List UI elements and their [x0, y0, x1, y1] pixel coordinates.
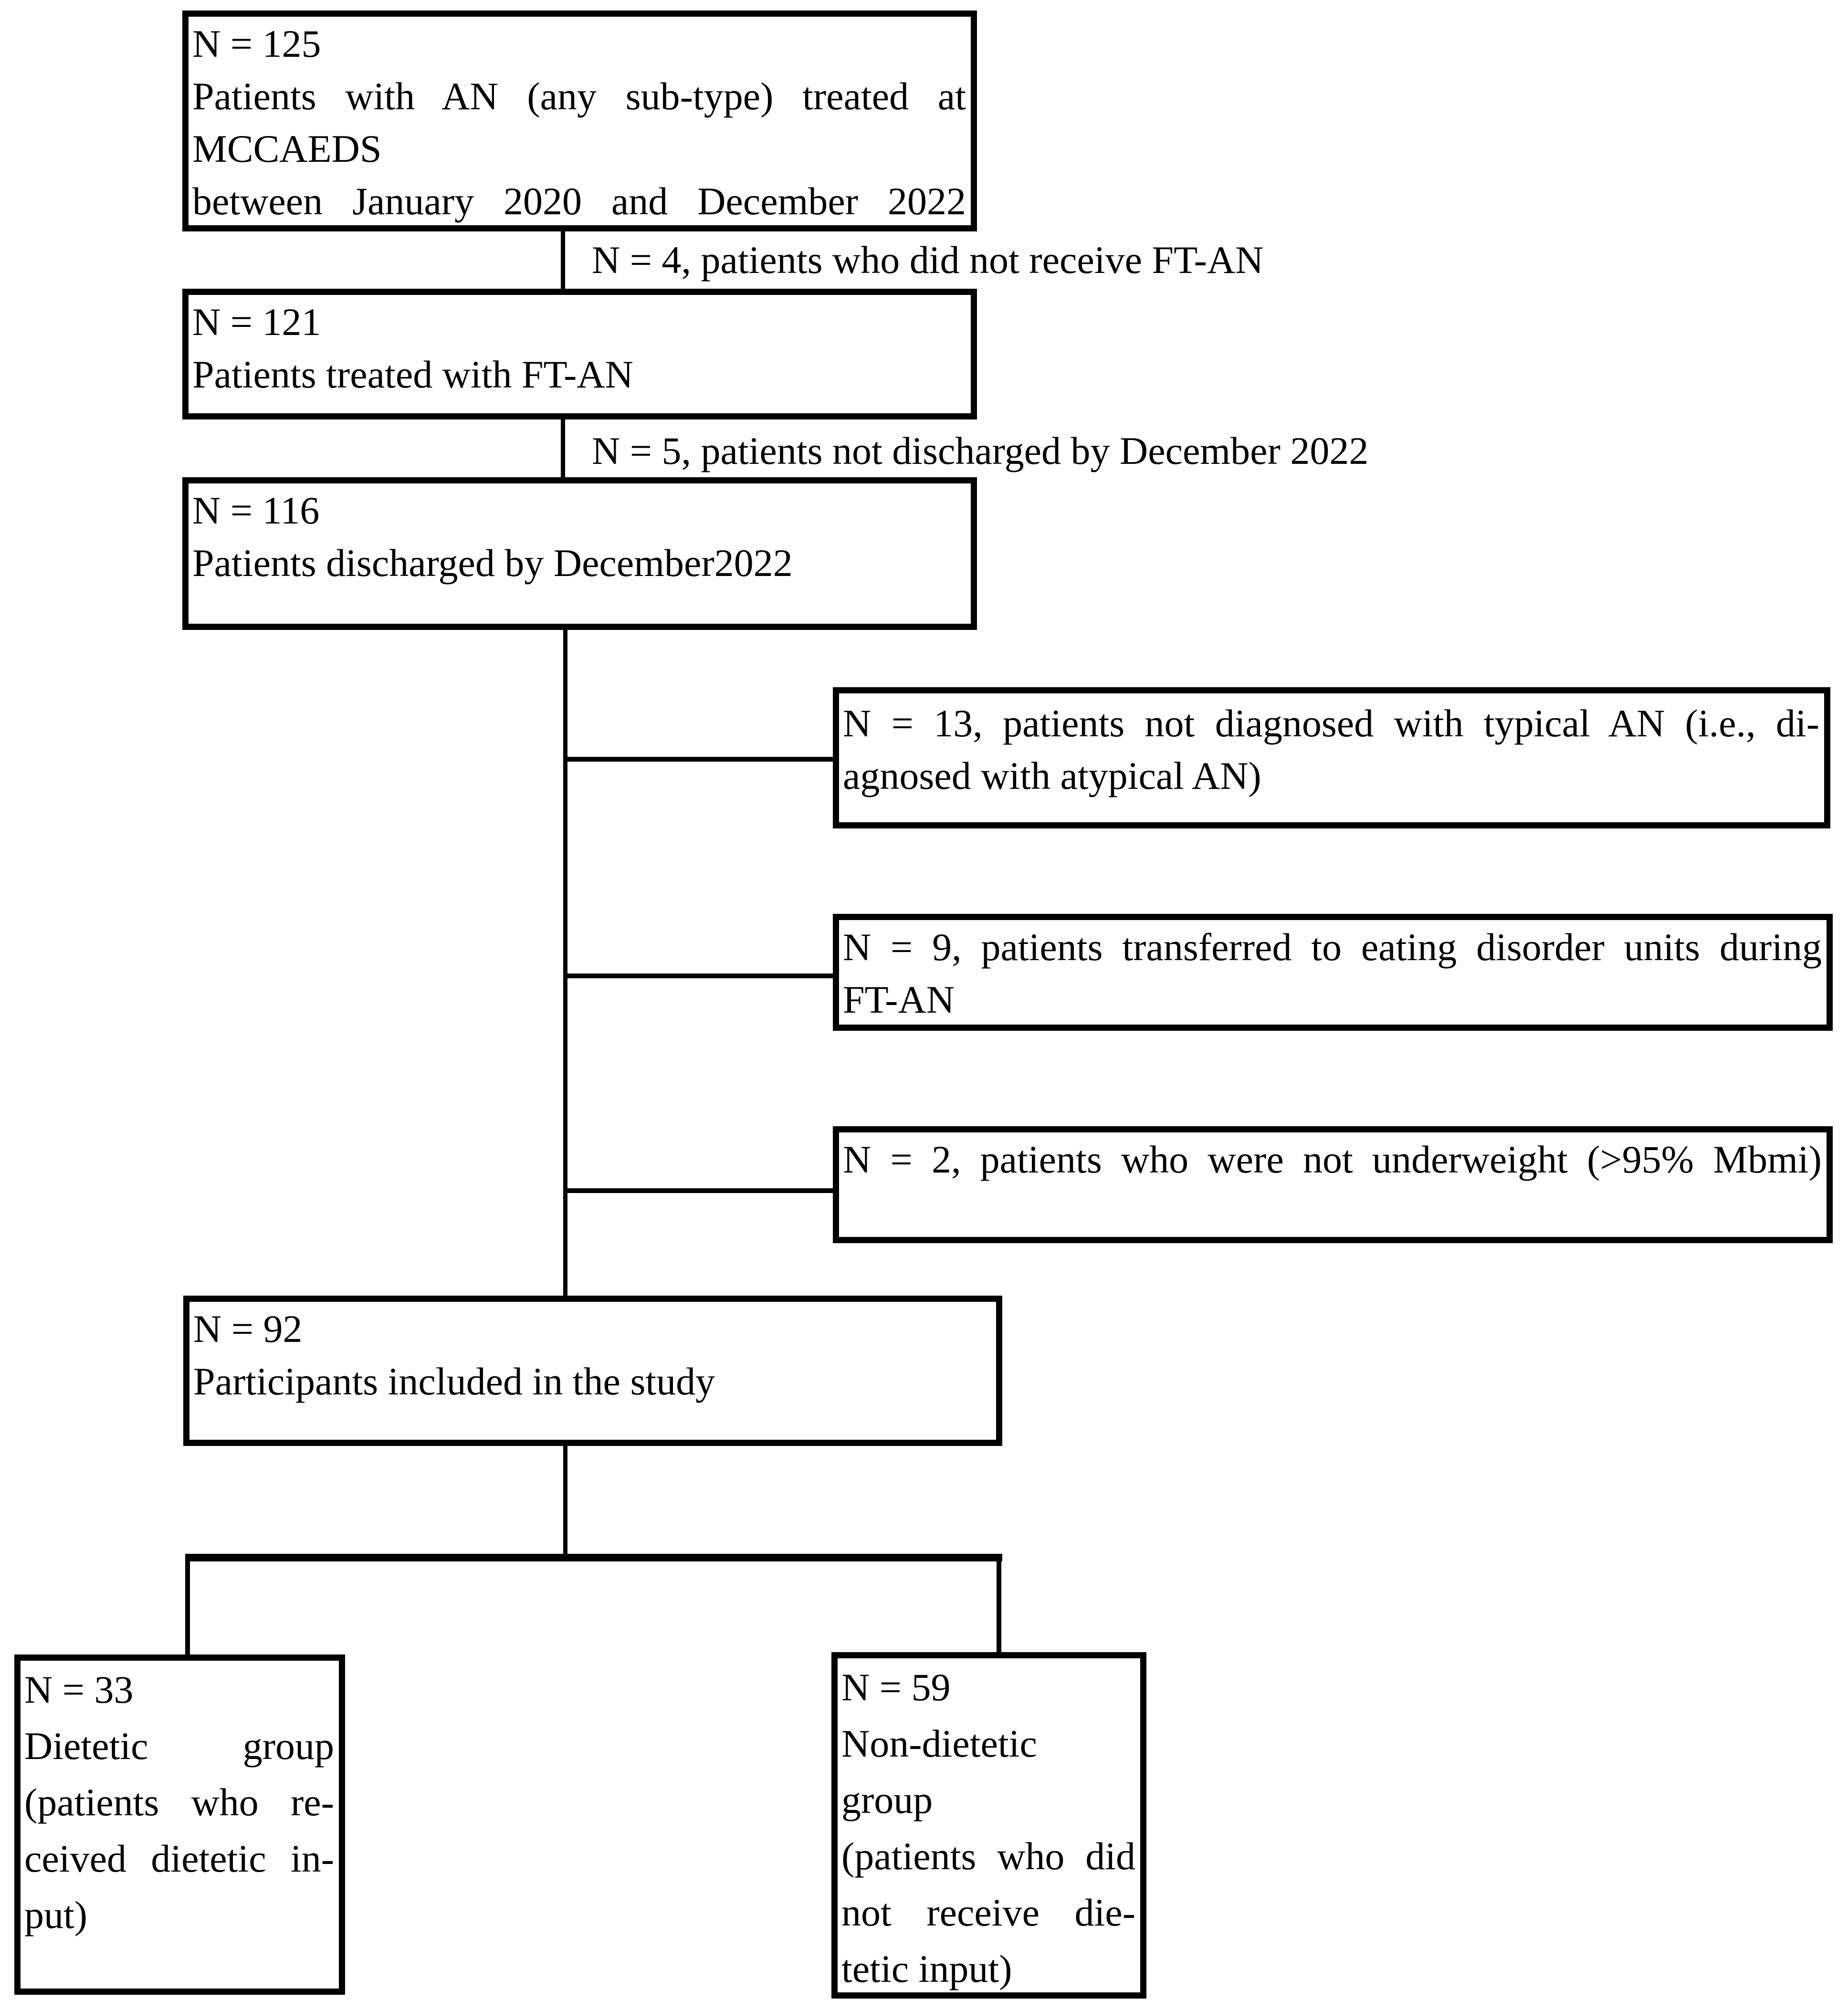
box-excluded-transferred-9: N = 9, patients transferred to eating di… [833, 914, 1833, 1031]
box-line: MCCAEDS [192, 127, 382, 170]
box-discharged-116: N = 116 Patients discharged by December2… [182, 477, 977, 630]
box-line: N = 9, patients transferred to eating di… [843, 925, 1822, 969]
box-line: group [841, 1778, 933, 1822]
box-line: N = 121 [192, 300, 321, 344]
connector-branch-horizontal [185, 1554, 1002, 1561]
box-line: between January 2020 and December 2022 [192, 179, 966, 223]
box-line: N = 33 [24, 1668, 134, 1711]
connector-n121-to-n116 [561, 417, 565, 480]
box-line: N = 13, patients not diagnosed with typi… [843, 702, 1819, 745]
box-line: Patients with AN (any sub-type) treated … [192, 74, 966, 118]
box-line: (patients who re- [24, 1780, 334, 1824]
box-line: FT-AN [843, 978, 955, 1021]
box-included-92: N = 92 Participants included in the stud… [183, 1296, 1002, 1446]
box-line: Patients treated with FT-AN [192, 353, 633, 396]
connector-branch-right-leg [997, 1558, 1001, 1655]
box-line: N = 125 [192, 22, 321, 65]
connector-stub-n13 [566, 757, 834, 762]
box-line: ceived dietetic in- [24, 1837, 334, 1880]
connector-top-to-n121 [561, 228, 565, 292]
box-non-dietetic-group-59: N = 59 Non-dietetic group (patients who … [831, 1652, 1146, 1999]
box-line: tetic input) [841, 1947, 1012, 1990]
connector-stub-n2 [566, 1188, 834, 1193]
box-line: agnosed with atypical AN) [843, 754, 1261, 797]
box-excluded-atypical-13: N = 13, patients not diagnosed with typi… [833, 687, 1830, 828]
label-excluded-not-discharged-5: N = 5, patients not discharged by Decemb… [592, 429, 1369, 472]
connector-n92-to-branch [563, 1444, 567, 1558]
box-line: N = 2, patients who were not underweight… [843, 1138, 1822, 1181]
box-line: Patients discharged by December2022 [192, 541, 793, 585]
connector-stub-n9 [566, 974, 834, 978]
box-line: Dietetic group [24, 1724, 334, 1768]
box-line: Non-dietetic [841, 1722, 1037, 1765]
box-line: put) [24, 1893, 88, 1937]
box-line: N = 59 [841, 1665, 951, 1709]
box-excluded-not-underweight-2: N = 2, patients who were not underweight… [833, 1126, 1833, 1243]
connector-n116-to-n92 [563, 628, 567, 1299]
box-line: (patients who did [841, 1834, 1135, 1878]
box-dietetic-group-33: N = 33 Dietetic group (patients who re- … [14, 1654, 345, 1995]
box-line: Participants included in the study [193, 1360, 715, 1403]
box-line: N = 92 [193, 1307, 303, 1351]
connector-branch-left-leg [185, 1558, 190, 1658]
box-enrolled-125: N = 125 Patients with AN (any sub-type) … [182, 10, 977, 231]
box-line: not receive die- [841, 1891, 1135, 1934]
label-excluded-no-ftan-4: N = 4, patients who did not receive FT-A… [592, 238, 1264, 282]
box-line: N = 116 [192, 489, 320, 532]
box-ftan-121: N = 121 Patients treated with FT-AN [182, 289, 977, 419]
